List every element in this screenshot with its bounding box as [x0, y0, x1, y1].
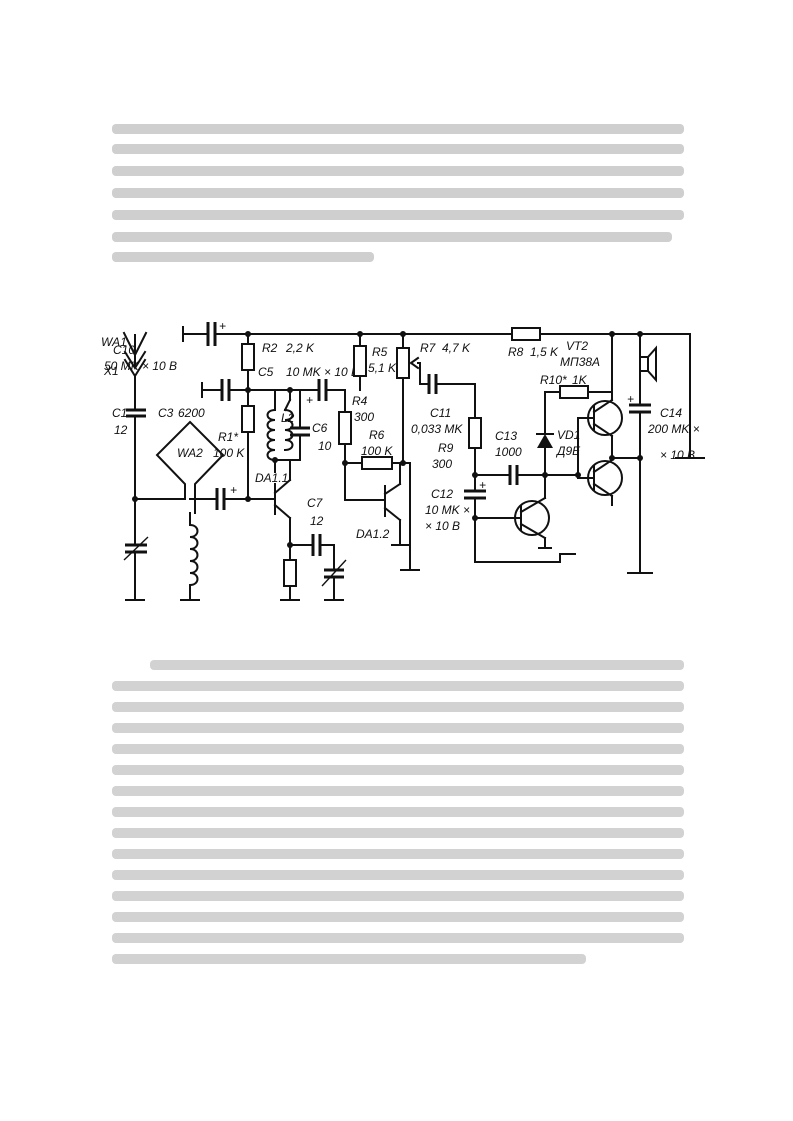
capacitor-c5 [201, 379, 346, 401]
label-c5-value: 10 MK × 10 B [286, 365, 359, 379]
capacitor-c10: + [182, 319, 249, 346]
c-input-plus: + [230, 483, 237, 497]
resistor-r6 [361, 456, 393, 470]
label-vd1: VD1 [557, 428, 580, 442]
variable-capacitor-left [123, 536, 149, 601]
capacitor-c7 [289, 534, 335, 569]
resistor-emitter-da11 [283, 559, 297, 587]
resistor-r5 [353, 345, 367, 377]
label-c13-value: 1000 [495, 445, 522, 459]
label-c1-value: 12 [114, 423, 128, 437]
label-r8: R8 [508, 345, 524, 359]
label-r8-value: 1,5 K [530, 345, 559, 359]
label-r2: R2 [262, 341, 278, 355]
transistor-vt2-upper [577, 333, 623, 459]
capacitor-c12: + [464, 478, 576, 563]
label-c14-value: 200 MK × [647, 422, 700, 436]
label-da12: DA1.2 [356, 527, 390, 541]
label-c6-value: 10 [318, 439, 332, 453]
resistor-r4 [338, 411, 352, 445]
transistor-vt2-lower [577, 458, 623, 506]
label-c7-value: 12 [310, 514, 324, 528]
capacitor-c1 [126, 408, 146, 546]
resistor-r8 [511, 327, 541, 341]
label-c1: C1 [112, 406, 127, 420]
label-r9-value: 300 [432, 457, 452, 471]
radio-receiver-schematic: WA1 X1 C1 12 C3 6200 WA2 + C10 [96, 314, 722, 610]
label-c3: C3 [158, 406, 174, 420]
label-c12-value2: × 10 B [425, 519, 460, 533]
label-c10: C10 [113, 343, 135, 357]
label-vt2: VT2 [566, 339, 588, 353]
label-r4: R4 [352, 394, 368, 408]
label-wa1: WA1 [101, 335, 127, 349]
label-vt2-type: MП38A [560, 355, 600, 369]
inductor-lower [180, 512, 200, 601]
label-x1: X1 [103, 364, 119, 378]
resistor-r2 [241, 343, 255, 371]
capacitor-c13 [474, 465, 579, 485]
blurred-paragraph-top [112, 124, 684, 262]
resistor-r10 [559, 385, 589, 399]
label-r9: R9 [438, 441, 454, 455]
label-c11: C11 [430, 406, 451, 420]
capacitor-c14: + [627, 333, 653, 574]
label-r2-value: 2,2 K [285, 341, 315, 355]
label-r1-value: 100 K [213, 446, 245, 460]
label-c3-value: 6200 [178, 406, 205, 420]
label-wa2: WA2 [177, 446, 203, 460]
label-r7-value: 4,7 K [442, 341, 471, 355]
resistor-r9 [468, 417, 482, 449]
c6-plus: + [306, 393, 313, 407]
label-c13: C13 [495, 429, 517, 443]
label-c11-value: 0,033 MK [411, 422, 463, 436]
resistor-r1 [241, 405, 255, 433]
capacitor-input-da11: + [189, 483, 276, 510]
label-c5: C5 [258, 365, 274, 379]
capacitor-c11 [419, 362, 476, 419]
label-vd1-type: Д9E [555, 444, 581, 458]
blurred-paragraph-bottom [112, 660, 684, 964]
label-r6: R6 [369, 428, 385, 442]
label-r1: R1* [218, 430, 238, 444]
c14-plus: + [627, 392, 634, 406]
label-r5-value: 5,1 K [368, 361, 397, 375]
transistor-vt1 [514, 474, 552, 549]
label-c12-value: 10 MK × [425, 503, 470, 517]
speaker-icon [639, 345, 657, 383]
label-c7: C7 [307, 496, 324, 510]
label-r7: R7 [420, 341, 437, 355]
label-r10: R10* [540, 373, 567, 387]
label-r4-value: 300 [354, 410, 374, 424]
label-r5: R5 [372, 345, 388, 359]
transistor-da12 [344, 462, 409, 546]
diode-vd1 [536, 391, 554, 476]
label-r10-value: 1K [572, 373, 588, 387]
variable-capacitor-middle [321, 559, 347, 601]
label-l2: L2 [281, 411, 295, 425]
c12-plus: + [479, 478, 486, 492]
potentiometer-r7 [396, 347, 410, 379]
antenna-wa1 [122, 331, 148, 411]
label-c12: C12 [431, 487, 453, 501]
label-da11: DA1.1 [255, 471, 288, 485]
label-c6: C6 [312, 421, 328, 435]
capacitor-c6 [274, 389, 310, 461]
label-c14: C14 [660, 406, 682, 420]
label-c14-value2: × 10 B [660, 448, 695, 462]
c10-plus: + [219, 319, 226, 333]
label-c10-value: 50 MK × 10 B [104, 359, 177, 373]
label-r6-value: 100 K [361, 444, 393, 458]
